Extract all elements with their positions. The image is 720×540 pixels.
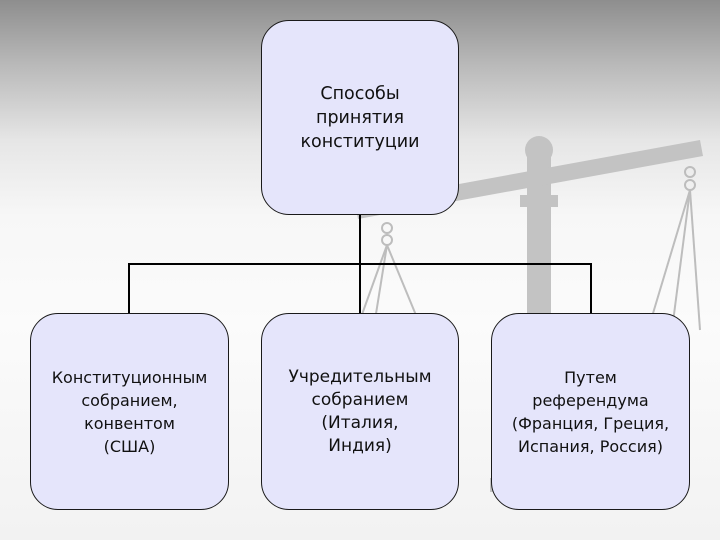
scale-pivot: [525, 136, 553, 164]
scale-pole-collar: [520, 195, 558, 207]
node-constituent-assembly: Учредительным собранием (Италия, Индия): [261, 313, 459, 510]
scale-right-hook: [684, 166, 696, 178]
root-node-constitution-methods: Способы принятия конституции: [261, 20, 459, 215]
scale-left-chain-a: [359, 244, 388, 321]
scale-left-chain-b: [386, 244, 419, 321]
node-constitutional-convention: Конституционным собранием, конвентом (СШ…: [30, 313, 229, 510]
scale-right-chain-a: [647, 189, 691, 331]
scale-right-chain-b: [689, 189, 701, 331]
scale-left-hook: [381, 222, 393, 234]
scale-left-chain-c: [374, 244, 388, 321]
scale-right-chain-c: [671, 189, 691, 331]
node-referendum: Путем референдума (Франция, Греция, Испа…: [491, 313, 690, 510]
